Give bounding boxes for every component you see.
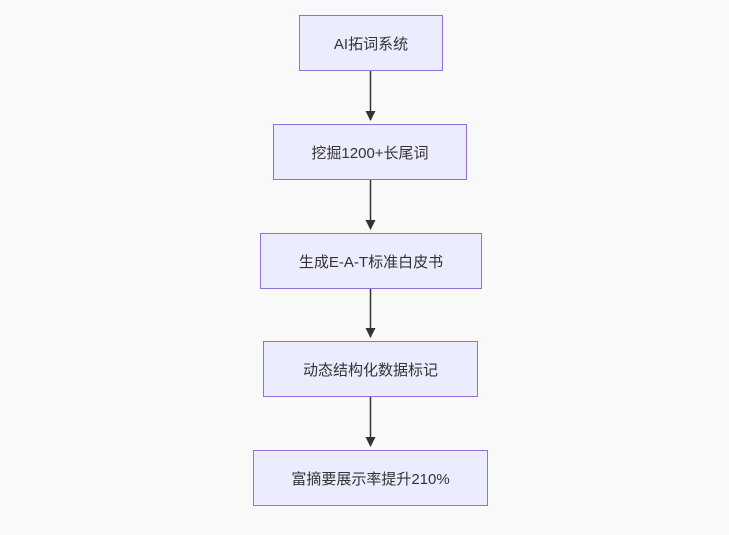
- node-label: 动态结构化数据标记: [302, 361, 438, 379]
- node-label: 挖掘1200+长尾词: [311, 144, 429, 162]
- flowchart-node-structured-data: 动态结构化数据标记: [263, 341, 478, 397]
- node-label: AI拓词系统: [333, 35, 409, 53]
- flowchart-node-rich-snippet-result: 富摘要展示率提升210%: [253, 450, 488, 506]
- flowchart-node-longtail-mining: 挖掘1200+长尾词: [273, 124, 467, 180]
- flowchart-node-ai-word-system: AI拓词系统: [299, 15, 443, 71]
- flowchart-node-eat-whitepaper: 生成E-A-T标准白皮书: [260, 233, 482, 289]
- node-label: 生成E-A-T标准白皮书: [298, 253, 444, 271]
- node-label: 富摘要展示率提升210%: [291, 470, 450, 488]
